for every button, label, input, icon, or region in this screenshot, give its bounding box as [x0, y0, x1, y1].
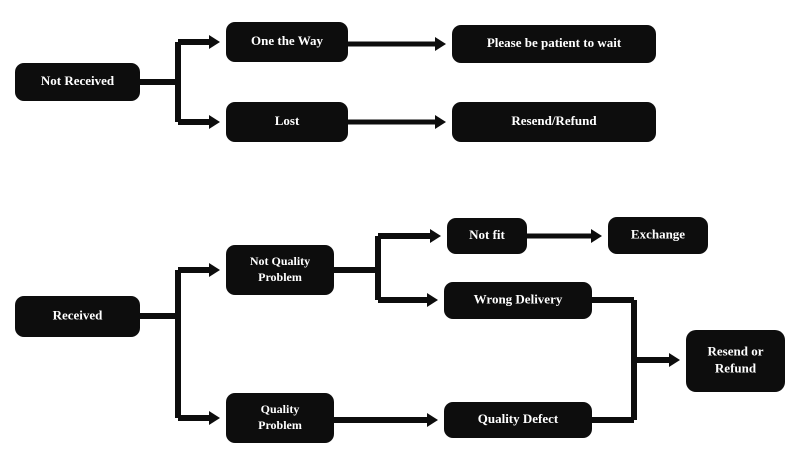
node-label-not-fit: Not fit — [469, 227, 505, 242]
node-box-not-quality-problem — [226, 245, 334, 295]
arrowhead-split-3-to-not-fit — [430, 229, 441, 243]
arrowhead-merge-1-to-resend-or-refund — [669, 353, 680, 367]
arrowhead-on-the-way-to-please-be-patient — [435, 37, 446, 51]
node-label-received: Received — [53, 307, 104, 322]
node-label-not-received: Not Received — [41, 73, 115, 88]
node-not-fit[interactable]: Not fit — [447, 218, 527, 254]
arrowhead-split-2-to-quality-problem — [209, 411, 220, 425]
node-box-lost — [226, 102, 348, 142]
node-label-lost: Lost — [275, 113, 300, 128]
arrowhead-lost-to-resend-refund — [435, 115, 446, 129]
arrowhead-split-2-to-not-quality-problem — [209, 263, 220, 277]
node-box-quality-problem — [226, 393, 334, 443]
node-label-not-quality-problem: Problem — [258, 270, 302, 284]
node-box-wrong-delivery — [444, 282, 592, 319]
node-box-quality-defect — [444, 402, 592, 438]
node-label-resend-or-refund: Refund — [715, 360, 757, 375]
node-box-not-fit — [447, 218, 527, 254]
node-not-received[interactable]: Not Received — [15, 63, 140, 101]
node-label-resend-or-refund: Resend or — [708, 343, 764, 358]
node-label-exchange: Exchange — [631, 226, 685, 241]
node-resend-refund[interactable]: Resend/Refund — [452, 102, 656, 142]
node-please-be-patient[interactable]: Please be patient to wait — [452, 25, 656, 63]
connector-layer — [140, 35, 680, 427]
node-label-quality-defect: Quality Defect — [478, 411, 559, 426]
arrowhead-split-1-to-lost — [209, 115, 220, 129]
arrowhead-split-1-to-on-the-way — [209, 35, 220, 49]
node-box-not-received — [15, 63, 140, 101]
node-box-received — [15, 296, 140, 337]
node-label-please-be-patient: Please be patient to wait — [487, 35, 622, 50]
node-exchange[interactable]: Exchange — [608, 217, 708, 254]
node-box-resend-refund — [452, 102, 656, 142]
node-box-exchange — [608, 217, 708, 254]
node-box-on-the-way — [226, 22, 348, 62]
node-label-not-quality-problem: Not Quality — [250, 254, 310, 268]
node-lost[interactable]: Lost — [226, 102, 348, 142]
node-label-resend-refund: Resend/Refund — [511, 113, 597, 128]
node-label-wrong-delivery: Wrong Delivery — [474, 291, 563, 306]
node-resend-or-refund[interactable]: Resend or Refund — [686, 330, 785, 392]
arrowhead-quality-problem-to-quality-defect — [427, 413, 438, 427]
node-label-on-the-way: One the Way — [251, 33, 323, 48]
node-received[interactable]: Received — [15, 296, 140, 337]
node-box-resend-or-refund — [686, 330, 785, 392]
node-label-quality-problem: Problem — [258, 418, 302, 432]
node-label-quality-problem: Quality — [261, 402, 300, 416]
node-box-please-be-patient — [452, 25, 656, 63]
node-wrong-delivery[interactable]: Wrong Delivery — [444, 282, 592, 319]
arrowhead-not-fit-to-exchange — [591, 229, 602, 243]
arrowhead-split-3-to-wrong-delivery — [427, 293, 438, 307]
node-quality-defect[interactable]: Quality Defect — [444, 402, 592, 438]
node-on-the-way[interactable]: One the Way — [226, 22, 348, 62]
